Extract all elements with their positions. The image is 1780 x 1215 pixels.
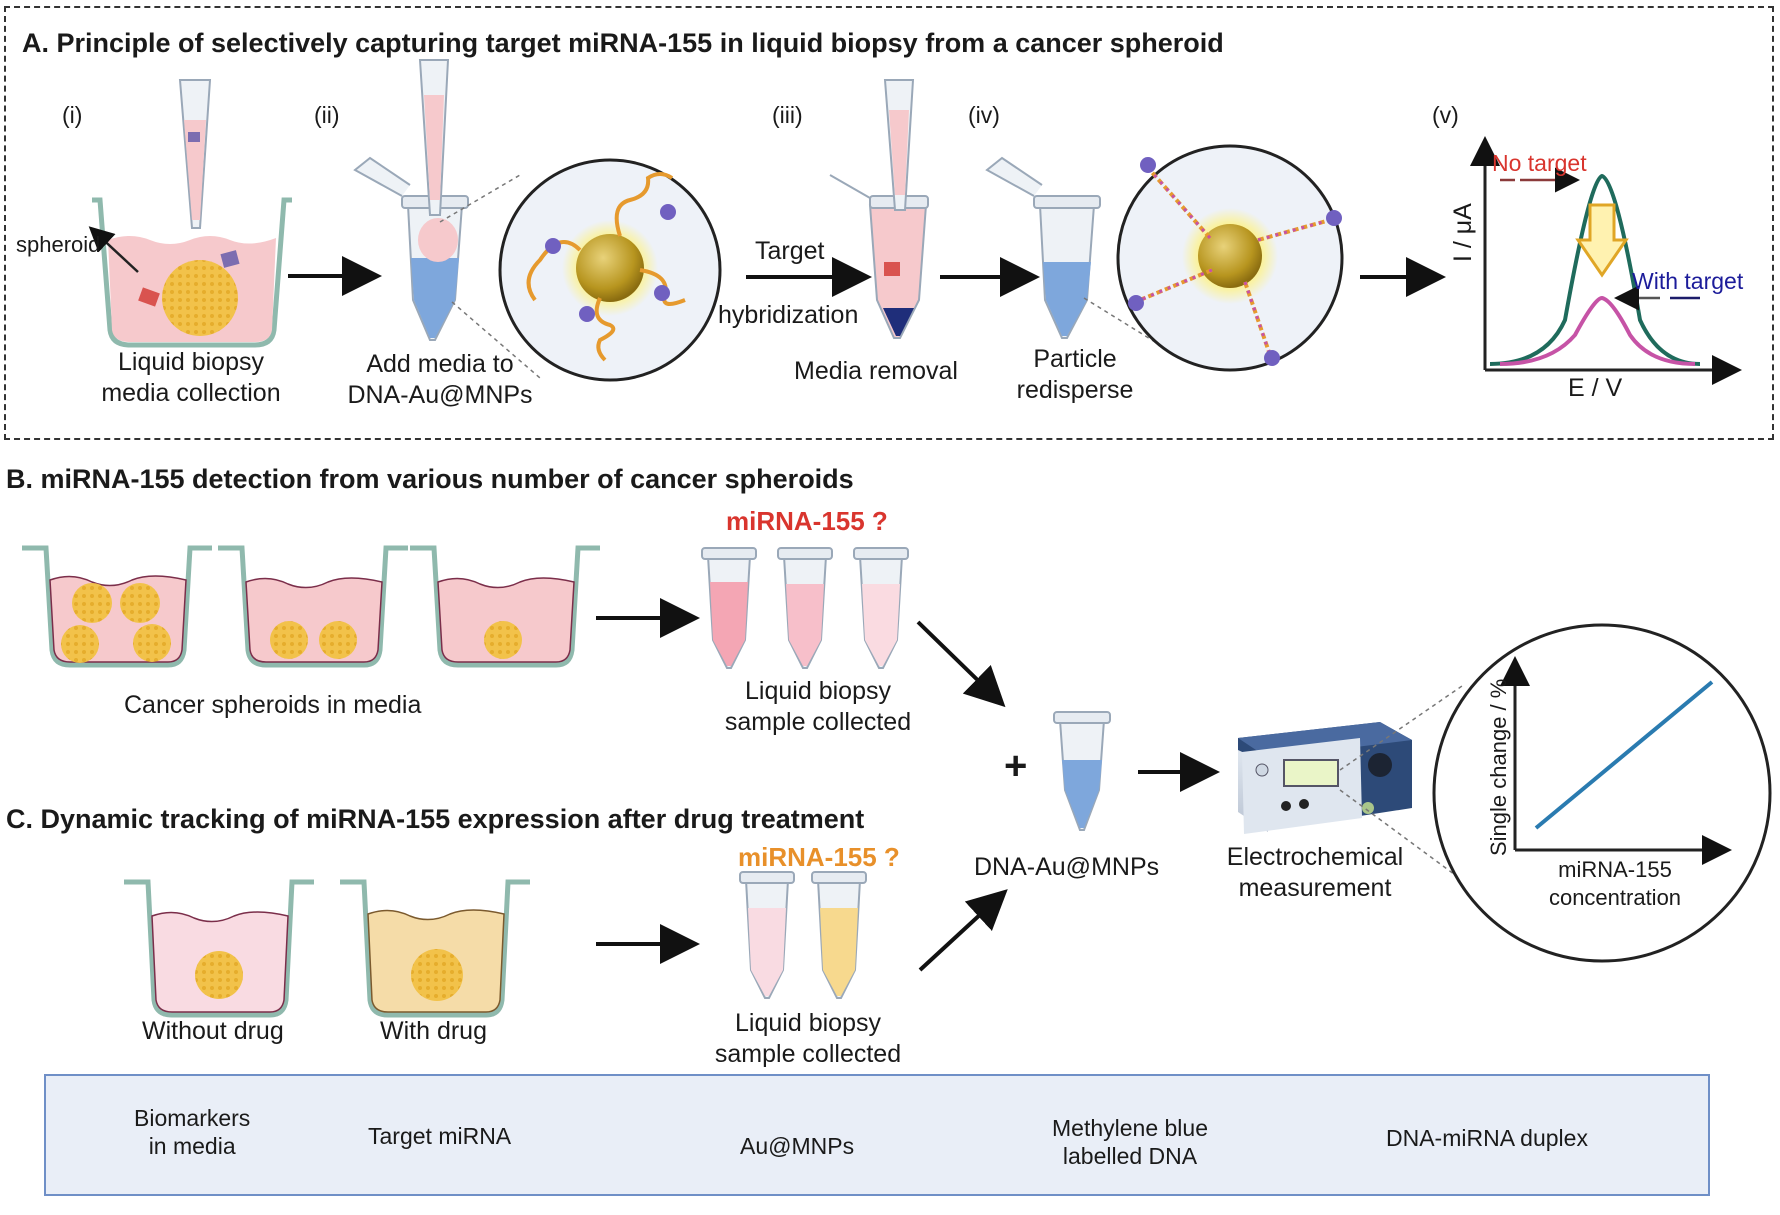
panel-c-title: C. Dynamic tracking of miRNA-155 express… bbox=[6, 804, 865, 834]
zoom-circle-duplex bbox=[1083, 144, 1344, 372]
well-c-with-drug bbox=[340, 879, 530, 1018]
step-label-i: (i) bbox=[62, 102, 83, 128]
volt-ylabel: I / μA bbox=[1449, 203, 1477, 262]
beaker-step1 bbox=[92, 197, 292, 348]
tubes-b-caption: Liquid biopsy sample collected bbox=[708, 676, 928, 738]
step1-caption-line1: Liquid biopsy bbox=[118, 348, 264, 376]
tubes-c-caption-line1: Liquid biopsy bbox=[735, 1009, 881, 1037]
step-label-iv: (iv) bbox=[968, 102, 1000, 128]
with-drug-label: With drug bbox=[380, 1017, 487, 1045]
step4-caption-line2: redisperse bbox=[1016, 376, 1134, 404]
device-caption-line2: measurement bbox=[1238, 874, 1392, 902]
pipette-step1 bbox=[178, 79, 212, 229]
down-arrow bbox=[1575, 203, 1629, 278]
calibration-line bbox=[1534, 680, 1714, 830]
panel-a-title: A. Principle of selectively capturing ta… bbox=[22, 28, 1224, 58]
wells-caption: Cancer spheroids in media bbox=[124, 691, 422, 719]
tubes-c-caption: Liquid biopsy sample collected bbox=[698, 1008, 918, 1070]
curve-no-target bbox=[1489, 173, 1701, 366]
legend-mb-dna-line1: Methylene blue bbox=[1052, 1115, 1208, 1141]
tubes-b-caption-line2: sample collected bbox=[724, 708, 912, 736]
step2-caption-line1: Add media to bbox=[366, 350, 514, 378]
legend-biomarkers: Biomarkers in media bbox=[134, 1104, 250, 1160]
tubes-c bbox=[739, 871, 867, 999]
step2-caption: Add media to DNA-Au@MNPs bbox=[345, 349, 535, 411]
tubes-c-caption-line2: sample collected bbox=[714, 1040, 902, 1068]
zoom-circle-dna-au-mnp bbox=[439, 158, 722, 382]
curve-with-target bbox=[1499, 295, 1696, 366]
spheroid-label: spheroid bbox=[16, 232, 101, 257]
tubes-b bbox=[701, 547, 909, 669]
electrochemical-device bbox=[1238, 722, 1412, 834]
tubes-b-caption-line1: Liquid biopsy bbox=[745, 677, 891, 705]
device-caption-line1: Electrochemical bbox=[1226, 843, 1404, 871]
voltammogram bbox=[1470, 136, 1742, 385]
step1-caption: Liquid biopsy media collection bbox=[96, 347, 286, 409]
well-b-one-spheroid bbox=[410, 545, 600, 668]
label-no-target: No target bbox=[1492, 150, 1587, 176]
step4-caption-line1: Particle bbox=[1033, 345, 1117, 373]
well-b-three-spheroids bbox=[22, 545, 212, 668]
calibration-plot bbox=[1432, 623, 1772, 963]
legend-biomarkers-line2: in media bbox=[148, 1133, 236, 1159]
tube-step3 bbox=[829, 79, 929, 339]
well-c-without-drug bbox=[124, 879, 314, 1018]
without-drug-label: Without drug bbox=[142, 1017, 284, 1045]
calibration-xlabel-line1: miRNA-155 bbox=[1558, 857, 1672, 882]
legend-box bbox=[44, 1074, 1710, 1196]
calibration-xlabel: miRNA-155 concentration bbox=[1530, 856, 1700, 912]
step3-caption: Media removal bbox=[794, 357, 958, 385]
tube-dna-au-mnps bbox=[1053, 711, 1111, 831]
arrow-label-hybridization: hybridization bbox=[718, 301, 859, 329]
well-b-two-spheroids bbox=[218, 545, 408, 668]
panel-c-question: miRNA-155 ? bbox=[738, 842, 900, 872]
step1-caption-line2: media collection bbox=[101, 379, 281, 407]
calibration-ylabel: Single change / % bbox=[1486, 678, 1511, 856]
spheroid-pointer-arrow bbox=[88, 226, 139, 273]
legend-biomarkers-line1: Biomarkers bbox=[134, 1105, 251, 1131]
plus-sign: + bbox=[1004, 744, 1028, 788]
step2-caption-line2: DNA-Au@MNPs bbox=[347, 381, 533, 409]
legend-target-mirna: Target miRNA bbox=[368, 1123, 512, 1149]
legend-duplex: DNA-miRNA duplex bbox=[1386, 1125, 1588, 1151]
calibration-xlabel-line2: concentration bbox=[1548, 885, 1682, 910]
arrow-label-target: Target bbox=[755, 237, 825, 265]
label-with-target: With target bbox=[1632, 268, 1744, 294]
step-label-ii: (ii) bbox=[314, 102, 340, 128]
arrow-c2 bbox=[918, 889, 1008, 972]
legend-mb-dna: Methylene blue labelled DNA bbox=[1052, 1114, 1208, 1170]
tube-step2 bbox=[353, 59, 469, 341]
panel-b-title: B. miRNA-155 detection from various numb… bbox=[6, 464, 854, 494]
legend-mb-dna-line2: labelled DNA bbox=[1062, 1143, 1198, 1169]
device-caption: Electrochemical measurement bbox=[1210, 842, 1420, 904]
panel-a-frame bbox=[4, 6, 1774, 440]
arrow-b2 bbox=[916, 620, 1006, 708]
step-label-v: (v) bbox=[1432, 102, 1459, 128]
tube-step4 bbox=[985, 156, 1101, 339]
dna-au-mnps-caption: DNA-Au@MNPs bbox=[974, 853, 1160, 881]
legend-au-mnps: Au@MNPs bbox=[740, 1133, 855, 1159]
step-label-iii: (iii) bbox=[772, 102, 803, 128]
panel-b-question: miRNA-155 ? bbox=[726, 506, 888, 536]
volt-xlabel: E / V bbox=[1568, 374, 1623, 402]
step4-caption: Particle redisperse bbox=[1000, 344, 1150, 406]
